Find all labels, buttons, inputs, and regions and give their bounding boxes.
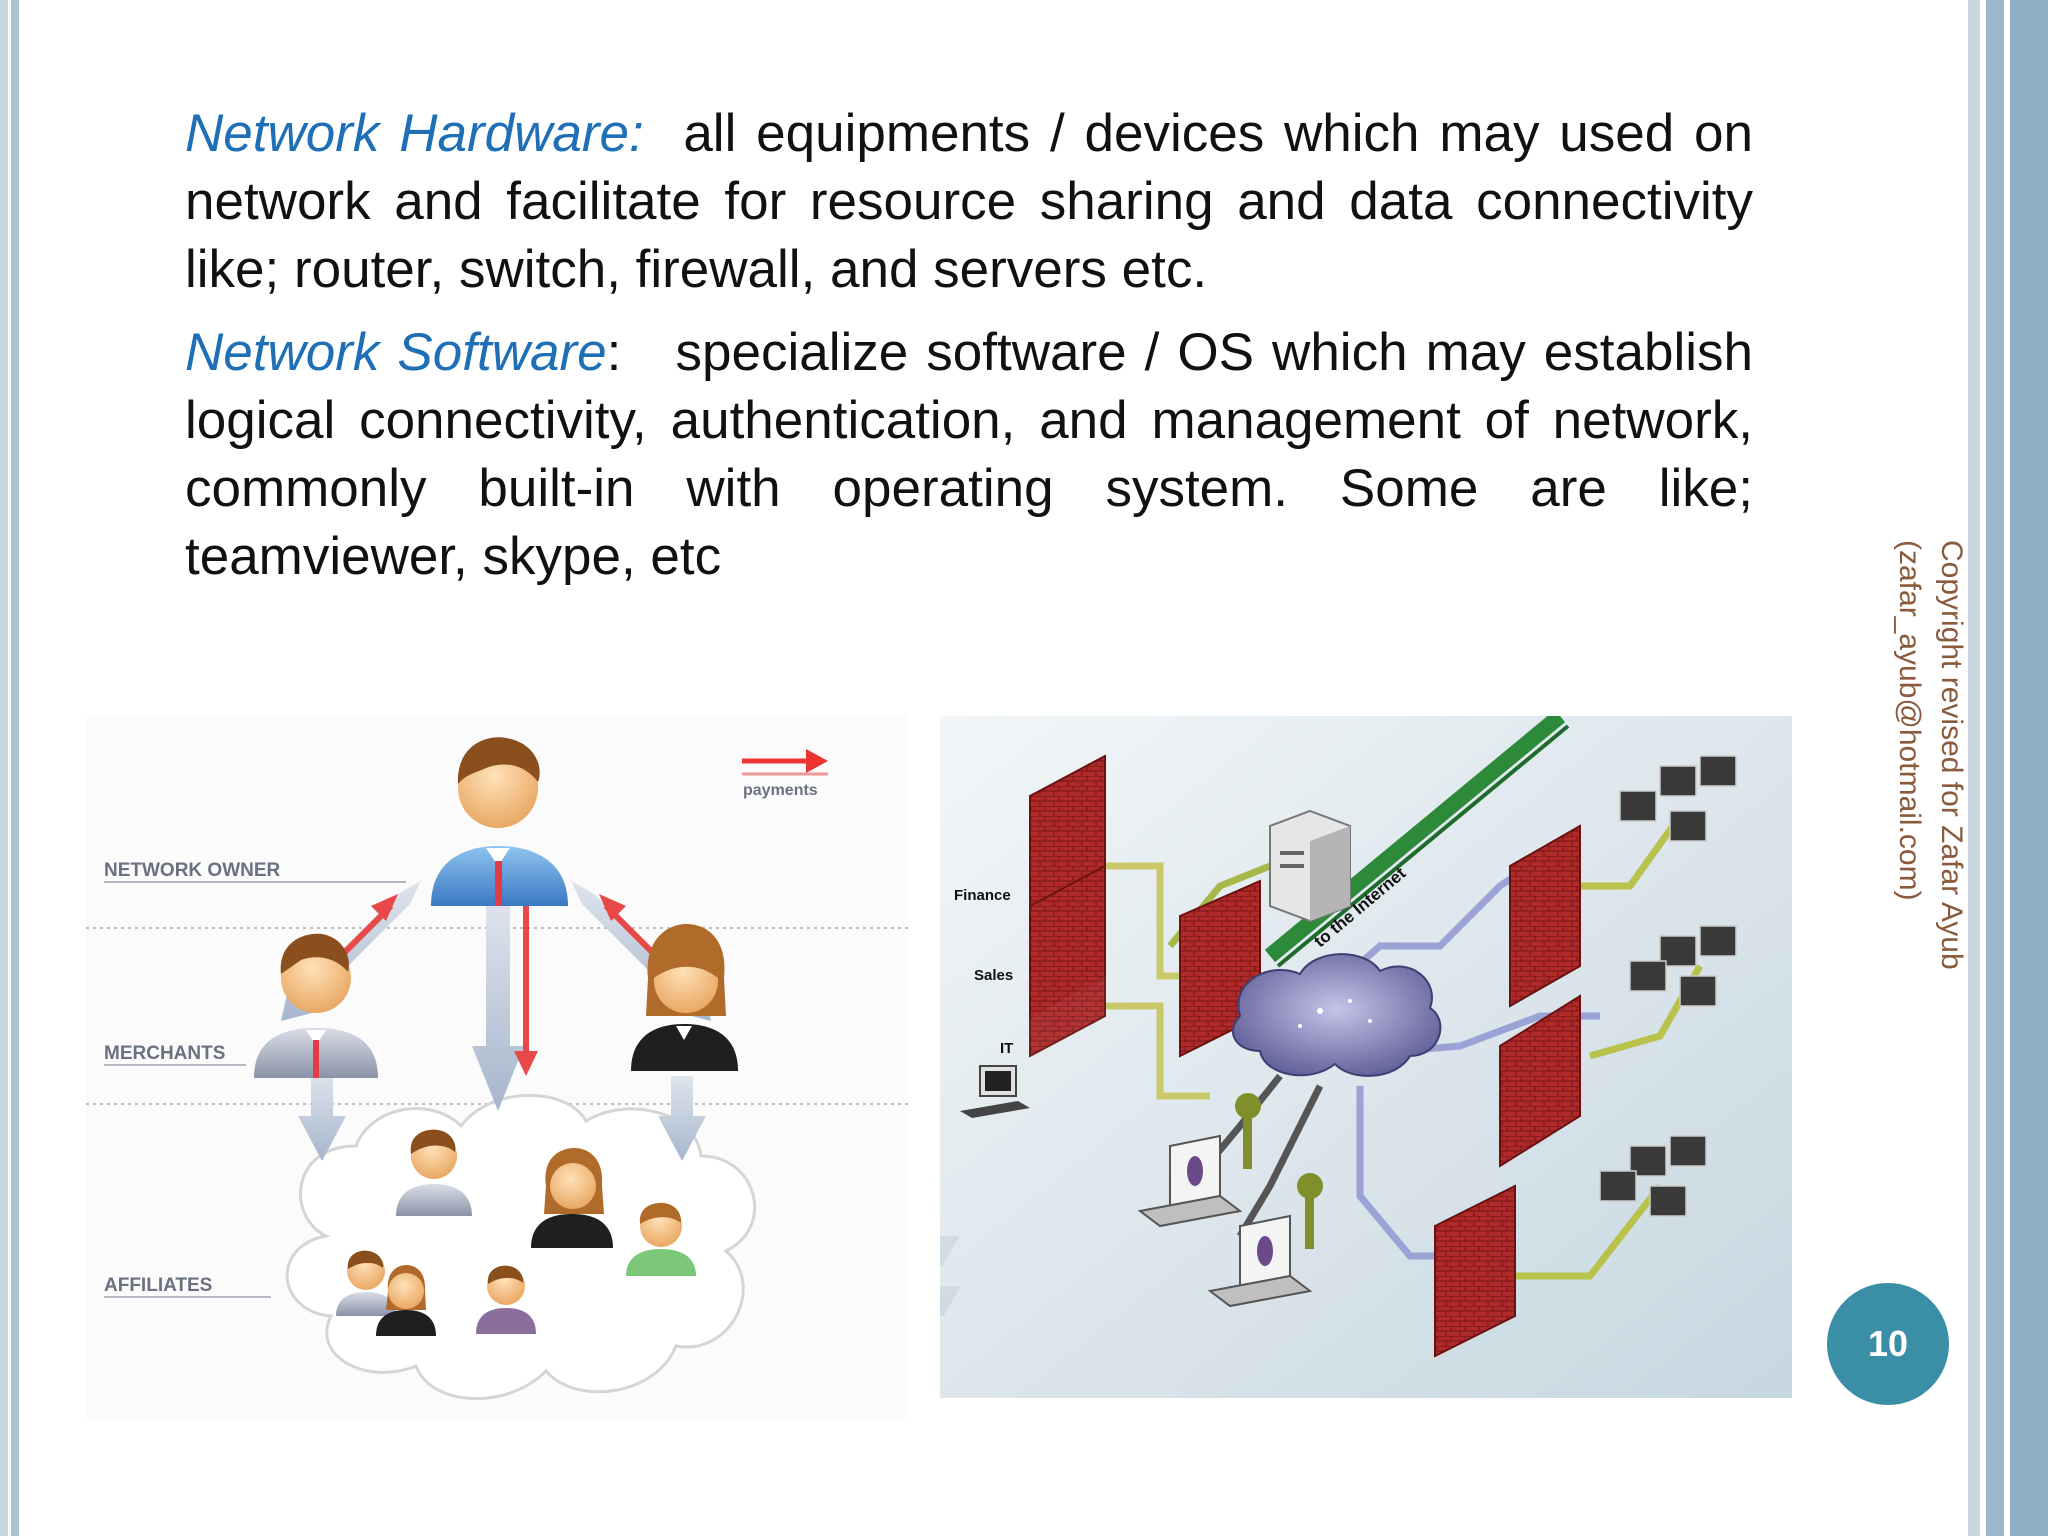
laptop-icons bbox=[1137, 1134, 1313, 1308]
firewall-network-figure: to the Internet bbox=[940, 716, 1792, 1398]
merchant-female-figure-icon bbox=[631, 924, 738, 1071]
affiliate-people-icon bbox=[336, 1129, 696, 1336]
department-label-sales: Sales bbox=[974, 967, 1013, 984]
software-term: Network Software bbox=[185, 323, 607, 382]
affiliate-diagram: NETWORK OWNER MERCHANTS AFFILIATES payme… bbox=[86, 737, 908, 1400]
copyright-line-2: (zafar_ayub@hotmail.com) bbox=[1893, 540, 1926, 901]
level-label-owner: NETWORK OWNER bbox=[104, 860, 281, 881]
it-computer-icon bbox=[960, 1065, 1030, 1118]
hardware-term: Network Hardware: bbox=[185, 104, 644, 163]
merchant-male-figure-icon bbox=[254, 933, 378, 1078]
firewall-icons bbox=[1029, 754, 1581, 1358]
network-owner-figure-icon bbox=[431, 737, 568, 906]
software-colon: : bbox=[606, 323, 622, 382]
left-decorative-border bbox=[0, 0, 22, 1536]
server-icon bbox=[1269, 809, 1351, 923]
hardware-definition: all equipments / devices which may used … bbox=[185, 104, 1753, 299]
level-label-affiliates: AFFILIATES bbox=[104, 1275, 212, 1296]
level-label-merchants: MERCHANTS bbox=[104, 1043, 225, 1064]
software-paragraph: Network Software: specialize software / … bbox=[185, 319, 1753, 591]
slide-body: Network Hardware: all equipments / devic… bbox=[185, 100, 1753, 606]
copyright-note: Copyright revised for Zafar Ayub (zafar_… bbox=[1882, 540, 1972, 1040]
department-label-it: IT bbox=[1000, 1040, 1013, 1057]
firewall-diagram: to the Internet bbox=[940, 716, 1792, 1398]
software-definition: specialize software / OS which may estab… bbox=[185, 323, 1753, 586]
affiliate-network-figure: NETWORK OWNER MERCHANTS AFFILIATES payme… bbox=[86, 716, 908, 1418]
copyright-line-1: Copyright revised for Zafar Ayub bbox=[1935, 540, 1968, 970]
key-icons bbox=[1235, 1093, 1323, 1249]
network-cloud-icon bbox=[1231, 953, 1442, 1077]
right-decorative-border bbox=[1962, 0, 2048, 1536]
page-number-badge: 10 bbox=[1827, 1283, 1949, 1405]
payments-arrow-icon bbox=[742, 749, 828, 776]
payments-legend-label: payments bbox=[743, 782, 818, 799]
workstation-cluster-icons bbox=[1599, 755, 1737, 1217]
hardware-paragraph: Network Hardware: all equipments / devic… bbox=[185, 100, 1753, 304]
department-label-finance: Finance bbox=[954, 887, 1011, 904]
